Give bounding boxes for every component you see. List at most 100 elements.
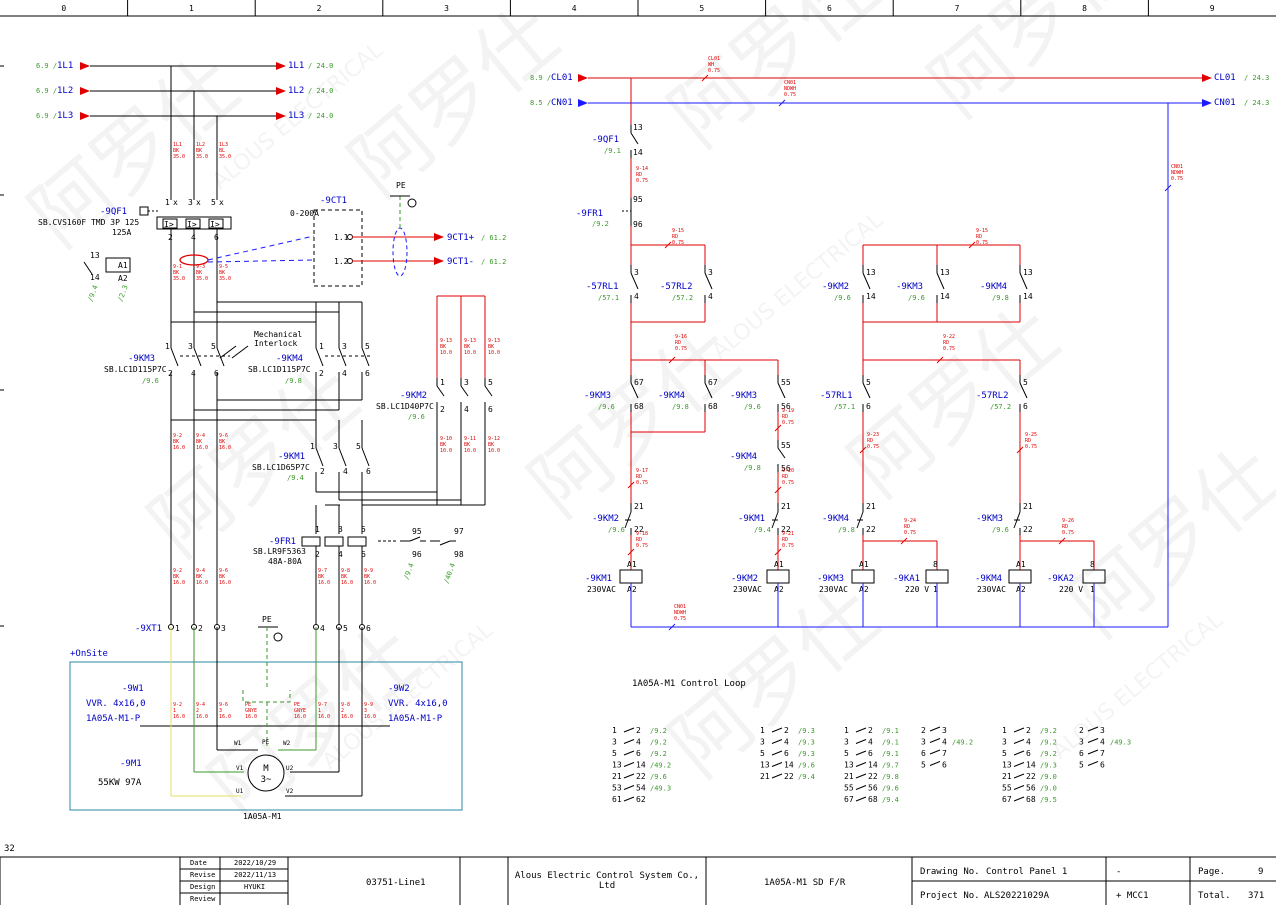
xref-ref: /9.4 <box>882 796 899 804</box>
cable-label: 0.75 <box>1062 530 1074 536</box>
cable-label: 9-12 <box>488 436 500 442</box>
ctrl-contact <box>1019 272 1028 290</box>
xref-ref: /9.1 <box>882 739 899 747</box>
xref-contact-icon <box>623 739 635 744</box>
xref-contact-icon <box>855 785 867 790</box>
xref-ref: /9.3 <box>798 750 815 758</box>
cable-label: RD <box>1025 438 1031 444</box>
ctrl-pin: 21 <box>866 502 876 511</box>
w2-cable: VVR. 4x16,0 <box>388 699 448 709</box>
cable-label: BK <box>173 270 179 276</box>
qf1-type: SB.CVS160F TMD 3P 125 <box>38 218 139 227</box>
fr1-range: 48A-80A <box>268 557 302 566</box>
column-number: 8 <box>1082 4 1087 13</box>
ctrl-pin: 14 <box>633 148 643 157</box>
page-number: 9 <box>1258 867 1264 877</box>
xref-contact-icon <box>855 762 867 767</box>
ct1-out-ref: / 61.2 <box>481 258 506 266</box>
feed-in-arrow-icon <box>80 87 90 95</box>
ct1-terminal: 1.2 <box>334 257 349 266</box>
w1-dest: 1A05A-M1-P <box>86 714 141 724</box>
drawing-no-label: Drawing No. <box>920 867 980 877</box>
w1-cable: VVR. 4x16,0 <box>86 699 146 709</box>
wire-tick <box>968 241 976 249</box>
coil-pin: A1 <box>859 560 869 569</box>
cable-label: 2 <box>341 708 344 714</box>
qf1-handle-icon <box>139 206 149 216</box>
cable-label: BK <box>440 442 446 448</box>
control-loop-title: 1A05A-M1 Control Loop <box>632 679 746 689</box>
xref-pin: 55 <box>1002 784 1012 793</box>
cable-label: BK <box>196 270 202 276</box>
ctrl-feed-arrow-icon <box>578 74 588 82</box>
xref-pin: 21 <box>612 772 622 781</box>
xref-ref: /9.1 <box>882 750 899 758</box>
ctrl-contact-ref: /9.8 <box>672 403 689 411</box>
km2-contact <box>460 385 469 397</box>
xref-pin: 2 <box>1079 726 1084 735</box>
km1-type: SB.LC1D65P7C <box>252 463 310 472</box>
motor-phase: 3~ <box>261 775 272 785</box>
cable-label: BK <box>488 442 494 448</box>
xref-contact-icon <box>1013 796 1025 802</box>
ct1-out-label: 9CT1- <box>447 257 474 267</box>
xref-contact-icon <box>1087 761 1099 766</box>
xref-contact-icon <box>623 773 635 779</box>
cable-label: 9-19 <box>782 408 794 414</box>
coil-tag: -9KM1 <box>585 574 612 584</box>
cable-label: 0.75 <box>708 68 720 74</box>
cable-label: BK <box>173 439 179 445</box>
feed-in-ref: 6.9 / <box>36 62 57 70</box>
km3-pin: 6 <box>214 369 219 378</box>
feed-out-label: 1L2 <box>288 86 304 96</box>
cable-label: BK <box>364 574 370 580</box>
xref-pin: 7 <box>1100 749 1105 758</box>
xref-contact-icon <box>855 773 867 779</box>
feed-in-label: 1L2 <box>57 86 73 96</box>
ct-arrow-icon <box>434 257 444 265</box>
km3-pin: 1 <box>165 342 170 351</box>
feed-out-arrow-icon <box>276 62 286 70</box>
cable-label: 16.0 <box>219 580 231 586</box>
cable-label: 0.75 <box>1171 176 1183 182</box>
xref-pin: 13 <box>760 761 770 770</box>
coil-pin: A2 <box>627 585 637 594</box>
ctrl-pin: 3 <box>634 268 639 277</box>
ctrl-pin: 68 <box>708 402 718 411</box>
fr1-element <box>347 536 367 547</box>
fr1-aux-contact <box>439 540 451 546</box>
column-number: 9 <box>1210 4 1215 13</box>
km1-pin: 3 <box>333 442 338 451</box>
ctrl-contact-tag: -9KM3 <box>584 391 611 401</box>
qf1-trip-label: I> <box>187 220 197 229</box>
ground-icon <box>407 198 417 208</box>
cable-label: 16.0 <box>173 580 185 586</box>
revise-value: 2022/11/13 <box>234 871 277 879</box>
km4-tag: -9KM4 <box>276 354 303 364</box>
coil-box <box>1008 569 1032 584</box>
cable-label: 16.0 <box>294 714 306 720</box>
review-label: Review <box>190 895 216 903</box>
ctrl-pin: 13 <box>866 268 876 277</box>
cable-label: 9-6 <box>219 433 228 439</box>
wire-tick <box>774 424 782 432</box>
cable-label: BK <box>219 439 225 445</box>
motor-icon <box>247 754 285 792</box>
project-no-label: Project No. <box>920 891 980 901</box>
coil-pin: 8 <box>933 560 938 569</box>
ct1-range: 0-200A <box>290 209 319 218</box>
column-number: 3 <box>444 4 449 13</box>
ctrl-contact <box>704 382 713 399</box>
motor-terminal: W2 <box>283 740 291 747</box>
cable-label: 0.75 <box>782 543 794 549</box>
cable-label: 1 <box>318 708 321 714</box>
cable-label: 35.0 <box>219 154 231 160</box>
cable-label: 9-13 <box>488 338 500 344</box>
cable-label: RD <box>1062 524 1068 530</box>
coil-pin: A2 <box>774 585 784 594</box>
ctrl-contact-ref: /9.6 <box>992 526 1009 534</box>
ct1-terminal-icon <box>347 234 353 240</box>
xref-contact-icon <box>1087 738 1099 743</box>
cable-label: NDWH <box>1171 170 1183 176</box>
cable-label: 9-2 <box>173 433 182 439</box>
